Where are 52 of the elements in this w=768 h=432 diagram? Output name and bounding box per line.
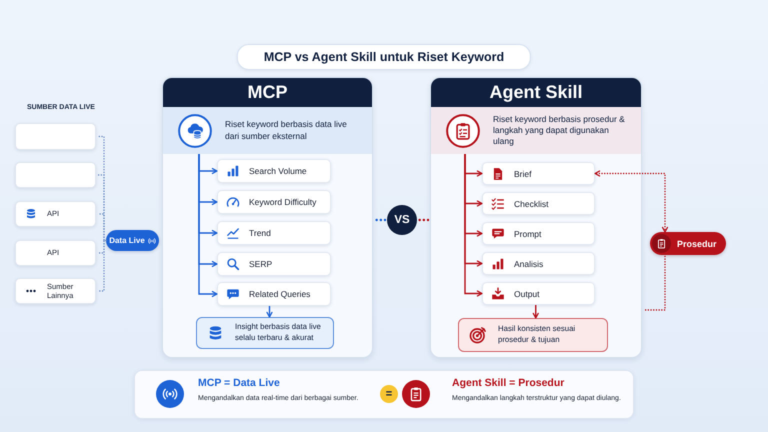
item-card	[482, 162, 595, 185]
dotted-arrow	[594, 170, 668, 233]
panel-heading: Agent Skill	[431, 78, 641, 107]
item-card	[217, 190, 331, 214]
source-card	[15, 123, 96, 150]
panel-heading: MCP	[163, 78, 372, 107]
vs-circle: VS	[387, 205, 417, 235]
dotted-line	[96, 213, 107, 242]
arrow	[198, 154, 218, 298]
item-card	[217, 159, 331, 183]
item-label: Search Volume	[249, 166, 307, 176]
source-card	[15, 201, 96, 227]
item-label: Keyword Difficulty	[249, 197, 316, 207]
dotted-line	[96, 240, 107, 292]
description-band	[163, 107, 372, 154]
description-band	[431, 107, 641, 154]
item-card	[217, 282, 331, 306]
source-card	[15, 278, 96, 304]
summary-heading: MCP = Data Live	[198, 377, 280, 391]
item-card	[217, 252, 331, 276]
arrow	[464, 154, 483, 297]
panel	[430, 77, 642, 358]
item-card	[482, 192, 595, 215]
result-box	[196, 317, 334, 349]
pill-text: Data Live	[109, 236, 145, 245]
arrow	[532, 305, 539, 319]
item-label: Output	[514, 288, 540, 298]
item-card	[217, 221, 331, 245]
description-text: Riset keyword berbasis data live dari sumber eksternal	[225, 119, 348, 142]
item-card	[482, 252, 595, 275]
title: MCP vs Agent Skill untuk Riset Keyword	[236, 44, 532, 70]
item-card	[482, 222, 595, 245]
item-label: Prompt	[514, 228, 542, 238]
dotted-line	[642, 256, 666, 311]
item-label: Trend	[249, 228, 271, 238]
label-pill	[650, 232, 726, 255]
description-text: Riset keyword berbasis prosedur & langkah yang dapat digunakan ulang	[493, 114, 625, 148]
pill-text: Prosedur	[677, 238, 717, 248]
item-label: Checklist	[514, 198, 548, 208]
item-label: Brief	[514, 168, 532, 178]
arrow	[266, 306, 273, 318]
item-card	[482, 282, 595, 305]
summary-heading: Agent Skill = Prosedur	[452, 377, 564, 391]
panel	[162, 77, 373, 358]
item-label: SERP	[249, 259, 272, 269]
result-box	[458, 318, 608, 352]
dotted-line	[418, 218, 430, 222]
item-label: Analisis	[514, 258, 544, 268]
label-pill	[106, 230, 159, 251]
dotted-line	[374, 218, 386, 222]
item-label: Related Queries	[249, 289, 310, 299]
source-card	[15, 162, 96, 188]
